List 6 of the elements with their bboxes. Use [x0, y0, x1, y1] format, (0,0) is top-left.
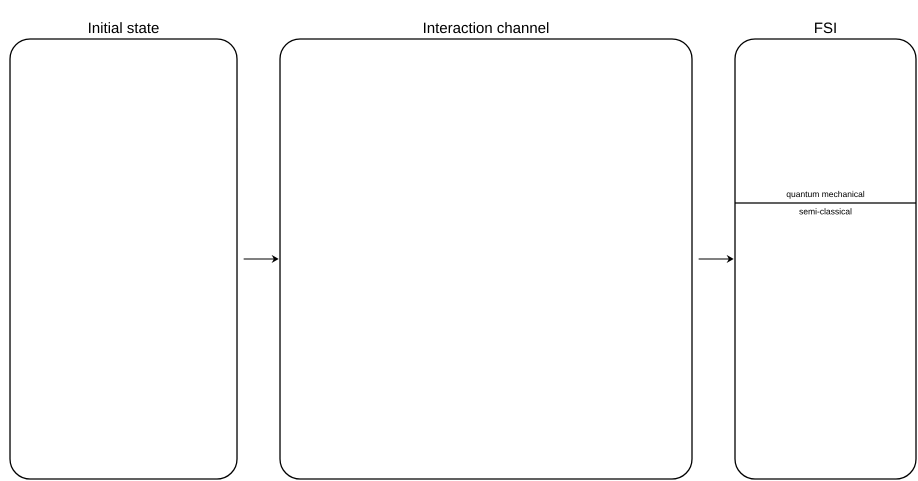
- stage-box: Interaction channel: [279, 22, 693, 480]
- node-label: Interaction channel: [424, 22, 548, 34]
- node-label: FSI: [815, 22, 836, 34]
- node-label: Initial state: [89, 22, 159, 34]
- stage-box: Initial state: [9, 22, 238, 480]
- stage-box: FSI quantum mechanical semi-classical: [734, 22, 917, 480]
